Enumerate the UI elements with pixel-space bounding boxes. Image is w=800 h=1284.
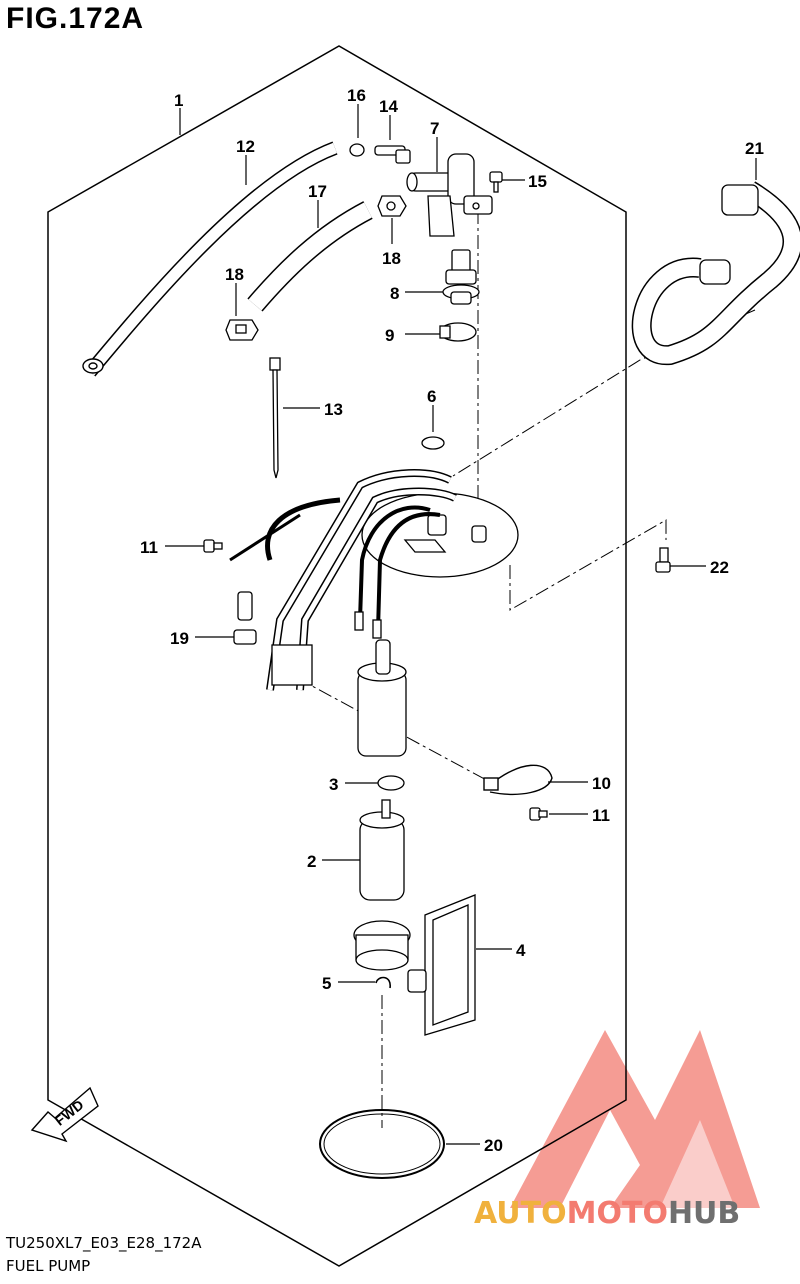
part-11-screw-lower [529, 807, 548, 821]
callout-4: 4 [516, 941, 526, 960]
part-2-fuel-pump [359, 799, 405, 901]
callout-11-upper: 11 [140, 538, 158, 557]
callout-11-lower: 11 [592, 806, 610, 825]
figure-code: TU250XL7_E03_E28_172A [6, 1234, 202, 1252]
part-19-clip [233, 629, 257, 645]
part-11-screw-upper [203, 539, 223, 553]
pump-bracket-assembly [229, 469, 519, 691]
part-22-bolt [655, 547, 671, 573]
callout-15: 15 [528, 172, 547, 191]
callout-19: 19 [170, 629, 189, 648]
hose-12 [82, 141, 338, 377]
watermark-auto: AUTO [474, 1196, 567, 1231]
figure-caption: FUEL PUMP [6, 1257, 91, 1275]
clip-18-right [377, 195, 407, 217]
callout-20: 20 [484, 1136, 503, 1155]
part-6-oring [421, 436, 445, 450]
callouts: 1 2 3 4 5 6 7 8 9 10 11 11 12 13 14 15 1… [140, 86, 764, 1155]
hose-21 [631, 181, 800, 366]
callout-1: 1 [174, 91, 183, 110]
hose-17 [247, 201, 373, 312]
watermark-text: AUTOMOTOHUB [474, 1196, 740, 1231]
clip-18-left [225, 319, 259, 341]
pump-retainer [353, 920, 411, 971]
callout-14: 14 [379, 97, 398, 116]
part-8-regulator [442, 249, 480, 305]
watermark-hub: HUB [667, 1196, 741, 1231]
callout-3: 3 [329, 775, 338, 794]
callout-6: 6 [427, 387, 436, 406]
callout-18-left: 18 [225, 265, 244, 284]
callout-9: 9 [385, 326, 394, 345]
watermark-moto: MOTO [566, 1196, 668, 1231]
leader-lines [165, 104, 757, 1145]
callout-13: 13 [324, 400, 343, 419]
part-13-tie [269, 357, 281, 479]
callout-10: 10 [592, 774, 611, 793]
part-20-gasket [319, 1109, 445, 1179]
callout-18-right: 18 [382, 249, 401, 268]
assembly-outline [47, 45, 627, 1267]
callout-8: 8 [390, 284, 399, 303]
callout-22: 22 [710, 558, 729, 577]
callout-12: 12 [236, 137, 255, 156]
callout-7: 7 [430, 119, 439, 138]
part-10-band [483, 764, 553, 795]
fwd-arrow: FWD [30, 1086, 99, 1143]
part-9-clamp [439, 322, 477, 342]
figure-title: FIG.172A [6, 2, 145, 35]
watermark-logo [510, 1030, 760, 1208]
callout-5: 5 [322, 974, 331, 993]
part-7-outlet [406, 153, 493, 237]
part-15-screw [489, 171, 503, 193]
callout-2: 2 [307, 852, 316, 871]
part-5-clip [375, 976, 391, 989]
part-4-filter [407, 894, 476, 1036]
callout-16: 16 [347, 86, 366, 105]
assembly-lines [274, 210, 756, 1128]
callout-21: 21 [745, 139, 764, 158]
filter-housing [357, 639, 407, 757]
part-14-fitting [374, 145, 411, 164]
part-16-ring [349, 143, 365, 157]
part-3-oring [377, 775, 405, 791]
callout-17: 17 [308, 182, 327, 201]
